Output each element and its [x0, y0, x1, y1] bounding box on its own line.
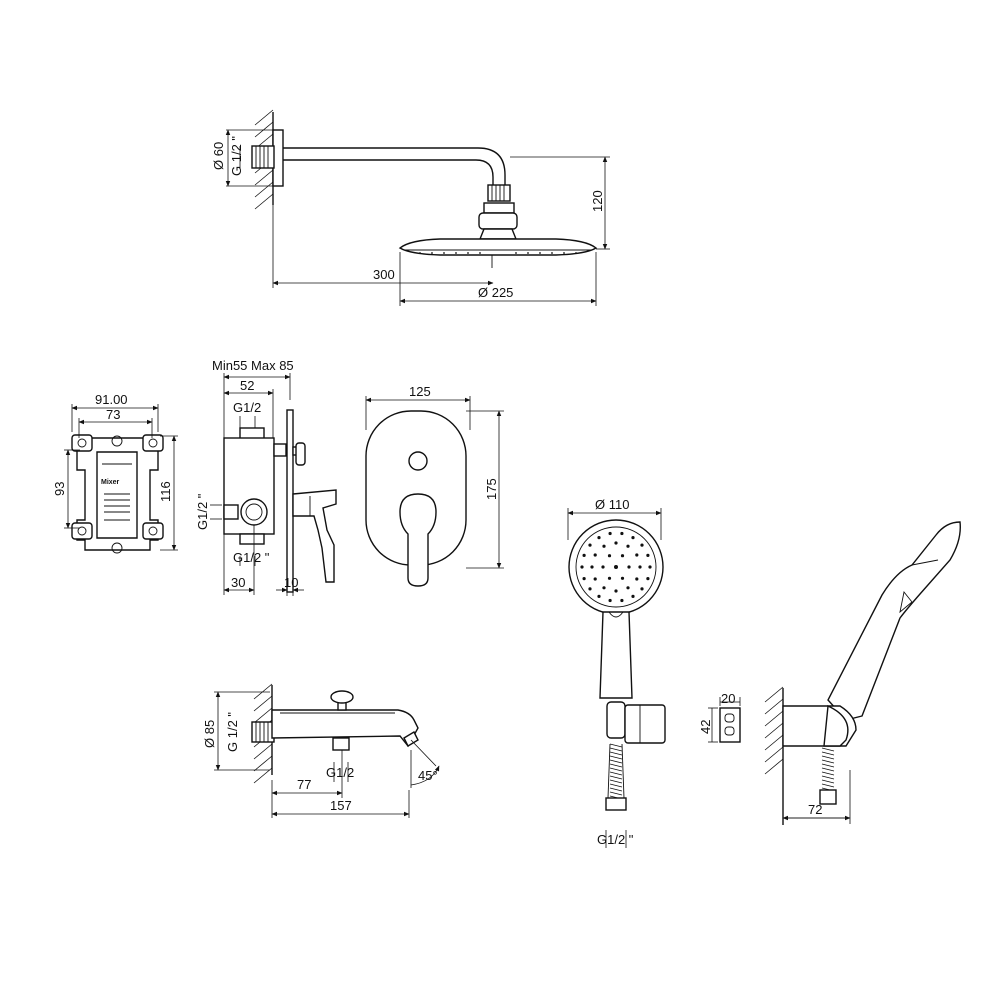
dim-hand-diameter: Ø 110 — [595, 497, 629, 512]
dim-front-height: 175 — [484, 478, 499, 500]
dim-spout-diameter: Ø 85 — [202, 720, 217, 748]
dim-spout-thread: G 1/2 " — [225, 712, 240, 752]
dim-arm-thread: G 1/2 " — [229, 136, 244, 176]
dim-depth-range: Min55 Max 85 — [212, 358, 294, 373]
install-box-view: Mixer 91.00 73 93 116 — [52, 392, 178, 554]
dim-spout-length: 157 — [330, 798, 352, 813]
dim-bracket-width: 20 — [721, 691, 735, 706]
shower-arm-view: Ø 60 G 1/2 " 120 300 Ø 225 — [211, 109, 610, 306]
dim-spout-angle: 45° — [418, 768, 438, 783]
dim-thread-side: G1/2 " — [195, 493, 210, 530]
mixer-side-view: Min55 Max 85 52 G1/2 G1/2 " G1/2 " — [195, 358, 337, 596]
dim-arm-height: 120 — [590, 190, 605, 212]
dim-arm-length: 300 — [373, 267, 395, 282]
dim-hand-thread: G1/2 " — [597, 832, 634, 847]
dim-bracket-height: 42 — [698, 720, 713, 734]
dim-box-inner-height: 93 — [52, 482, 67, 496]
spout-view: Ø 85 G 1/2 " G1/2 45° 77 157 — [202, 683, 440, 818]
dim-spout-short: 77 — [297, 777, 311, 792]
dim-holder-depth: 72 — [808, 802, 822, 817]
dim-box-inner-width: 73 — [106, 407, 120, 422]
dim-thread-top: G1/2 — [233, 400, 261, 415]
bracket-detail-view: 20 42 — [698, 691, 741, 743]
install-box-brand: Mixer — [101, 479, 120, 486]
dim-front-width: 125 — [409, 384, 431, 399]
dim-thread-bottom: G1/2 " — [233, 550, 270, 565]
dim-plate: 10 — [284, 575, 298, 590]
mixer-front-view: 125 175 — [365, 384, 504, 587]
dim-head-diameter: Ø 225 — [478, 285, 513, 300]
dim-body-depth: 52 — [240, 378, 254, 393]
dim-box-outer-height: 116 — [158, 481, 173, 502]
hand-shower-front-view: Ø 110 G1/2 " — [567, 497, 666, 848]
hand-shower-side-view: 72 — [764, 521, 961, 825]
dim-offset: 30 — [231, 575, 245, 590]
dim-box-outer-width: 91.00 — [95, 392, 128, 407]
dim-flange-diameter: Ø 60 — [211, 142, 226, 170]
dim-spout-outlet: G1/2 — [326, 765, 354, 780]
